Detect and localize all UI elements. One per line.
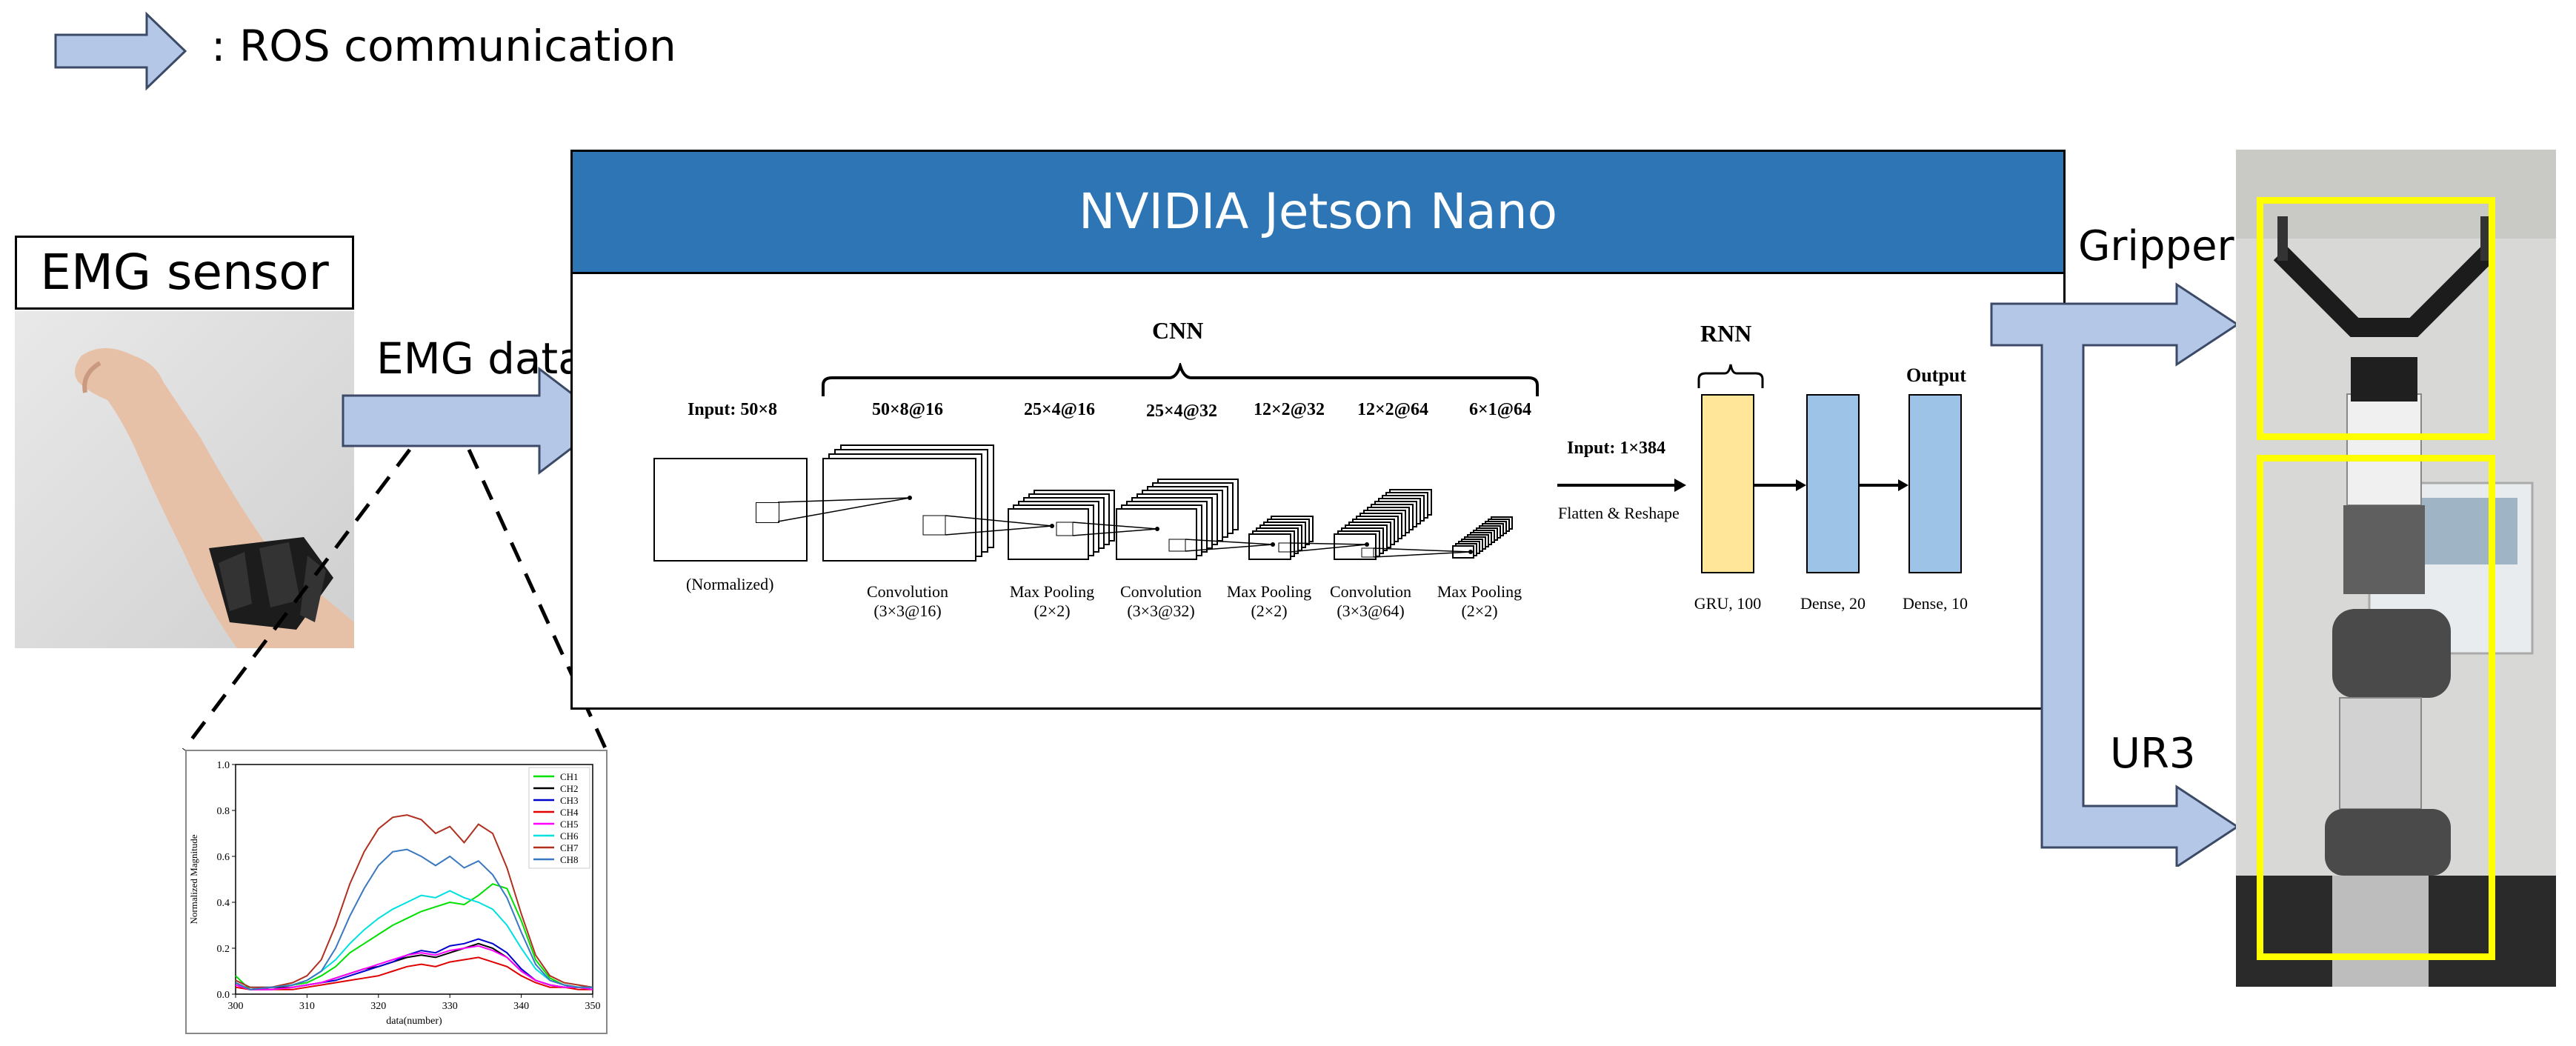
emg-data-label: EMG data (376, 333, 585, 384)
chart-legend-label: CH8 (560, 854, 579, 865)
cnn-layer-3-caption-2: (3×3@32) (1127, 602, 1195, 620)
chart-y-tick-label: 1.0 (217, 760, 230, 771)
chart-series-line-ch4 (235, 956, 593, 990)
output-split-arrow-icon (1990, 282, 2240, 867)
chart-legend-box (528, 767, 590, 869)
chart-series-line-ch5 (235, 945, 593, 990)
gripper-highlight-box (2257, 197, 2495, 440)
cnn-input-kernel (756, 502, 779, 523)
cnn-layer-3-size: 25×4@32 (1146, 402, 1217, 421)
cnn-layer-2-caption-2: (2×2) (1034, 602, 1071, 620)
ur3-highlight-box (2257, 455, 2495, 960)
cnn-layer-6-size: 6×1@64 (1469, 400, 1531, 419)
chart-series-line-ch1 (235, 883, 593, 990)
cnn-layer-1-caption-2: (3×3@16) (873, 602, 942, 620)
cnn-layer-4-caption-2: (2×2) (1251, 602, 1288, 620)
rnn-label: RNN (1700, 320, 1752, 347)
chart-x-tick-label: 310 (299, 1001, 315, 1012)
chart-legend-label: CH1 (560, 771, 579, 782)
cnn-layer-5-caption-2: (3×3@64) (1337, 602, 1405, 620)
chart-legend-label: CH4 (560, 807, 579, 818)
dense-20-block (1806, 394, 1860, 573)
cnn-layer-3-caption-1: Convolution (1119, 582, 1202, 601)
chart-legend-label: CH5 (560, 819, 579, 830)
chart-legend-label: CH6 (560, 830, 579, 842)
chart-x-tick-label: 330 (442, 1001, 458, 1012)
gru-caption: GRU, 100 (1694, 594, 1762, 613)
cnn-layer-6-caption-1: Max Pooling (1437, 582, 1522, 601)
dense-10-block (1908, 394, 1962, 573)
ur3-label: UR3 (2110, 730, 2196, 778)
cnn-input-caption: (Normalized) (686, 575, 774, 593)
legend-text: : ROS communication (211, 21, 676, 71)
chart-plot-frame (235, 764, 593, 995)
cnn-layer-2-size: 25×4@16 (1024, 400, 1095, 419)
cnn-brace (822, 363, 1539, 396)
rnn-brace (1697, 364, 1764, 388)
legend-arrow-icon (54, 11, 187, 91)
cnn-label: CNN (1152, 317, 1204, 344)
chart-y-tick-label: 0.0 (217, 990, 230, 1001)
cnn-layer-1-caption-1: Convolution (866, 582, 948, 601)
chart-y-tick-label: 0.8 (217, 806, 230, 817)
emg-sensor-title: EMG sensor (40, 244, 329, 301)
cnn-layer-6-caption-2: (2×2) (1461, 602, 1498, 620)
flatten-arrow-icon (1557, 479, 1686, 492)
cnn-stack-conv1-map (822, 458, 976, 562)
cnn-input-map (653, 458, 808, 562)
chart-x-tick-label: 350 (585, 1001, 601, 1012)
cnn-input-size: Input: 50×8 (688, 400, 778, 419)
cnn-layer-4-size: 12×2@32 (1254, 400, 1325, 419)
chart-y-tick-label: 0.4 (217, 898, 230, 909)
output-label: Output (1906, 364, 1966, 386)
chart-legend-label: CH2 (560, 783, 579, 794)
dense-20-caption: Dense, 20 (1800, 594, 1866, 613)
cnn-layer-4-caption-1: Max Pooling (1226, 582, 1312, 601)
chart-x-tick-label: 320 (370, 1001, 386, 1012)
jetson-nano-header: NVIDIA Jetson Nano (570, 150, 2066, 274)
gripper-label: Gripper (2078, 222, 2234, 270)
cnn-layer-5-size: 12×2@64 (1357, 400, 1428, 419)
cnn-layer-1-size: 50×8@16 (872, 400, 943, 419)
jetson-nano-title: NVIDIA Jetson Nano (1079, 183, 1557, 240)
chart-series-line-ch7 (235, 814, 593, 988)
cnn-layer-5-caption-1: Convolution (1329, 582, 1411, 601)
rnn-arrows (1754, 479, 1908, 491)
chart-series-line-ch8 (235, 848, 593, 990)
chart-x-tick-label: 300 (228, 1001, 244, 1012)
gru-block (1701, 394, 1754, 573)
chart-legend-label: CH3 (560, 795, 579, 806)
chart-x-tick-label: 340 (513, 1001, 529, 1012)
robot-photo (2236, 150, 2556, 987)
emg-sensor-photo (15, 311, 354, 648)
flatten-caption: Flatten & Reshape (1558, 504, 1680, 522)
dense-10-caption: Dense, 10 (1903, 594, 1968, 613)
chart-y-tick-label: 0.2 (217, 944, 230, 955)
chart-legend-label: CH7 (560, 842, 579, 853)
chart-y-tick-label: 0.6 (217, 852, 230, 863)
emg-line-chart: 300 310 320 330 340 350 0.0 0.2 0.4 0.6 0.8 1.0 data… (185, 750, 608, 1034)
emg-sensor-title-box: EMG sensor (15, 236, 354, 310)
flatten-input-label: Input: 1×384 (1567, 439, 1666, 458)
chart-x-axis-label: data(number) (386, 1016, 442, 1027)
chart-y-axis-label: Normalized Magnitude (188, 834, 199, 924)
cnn-layer-2-caption-1: Max Pooling (1009, 582, 1095, 601)
